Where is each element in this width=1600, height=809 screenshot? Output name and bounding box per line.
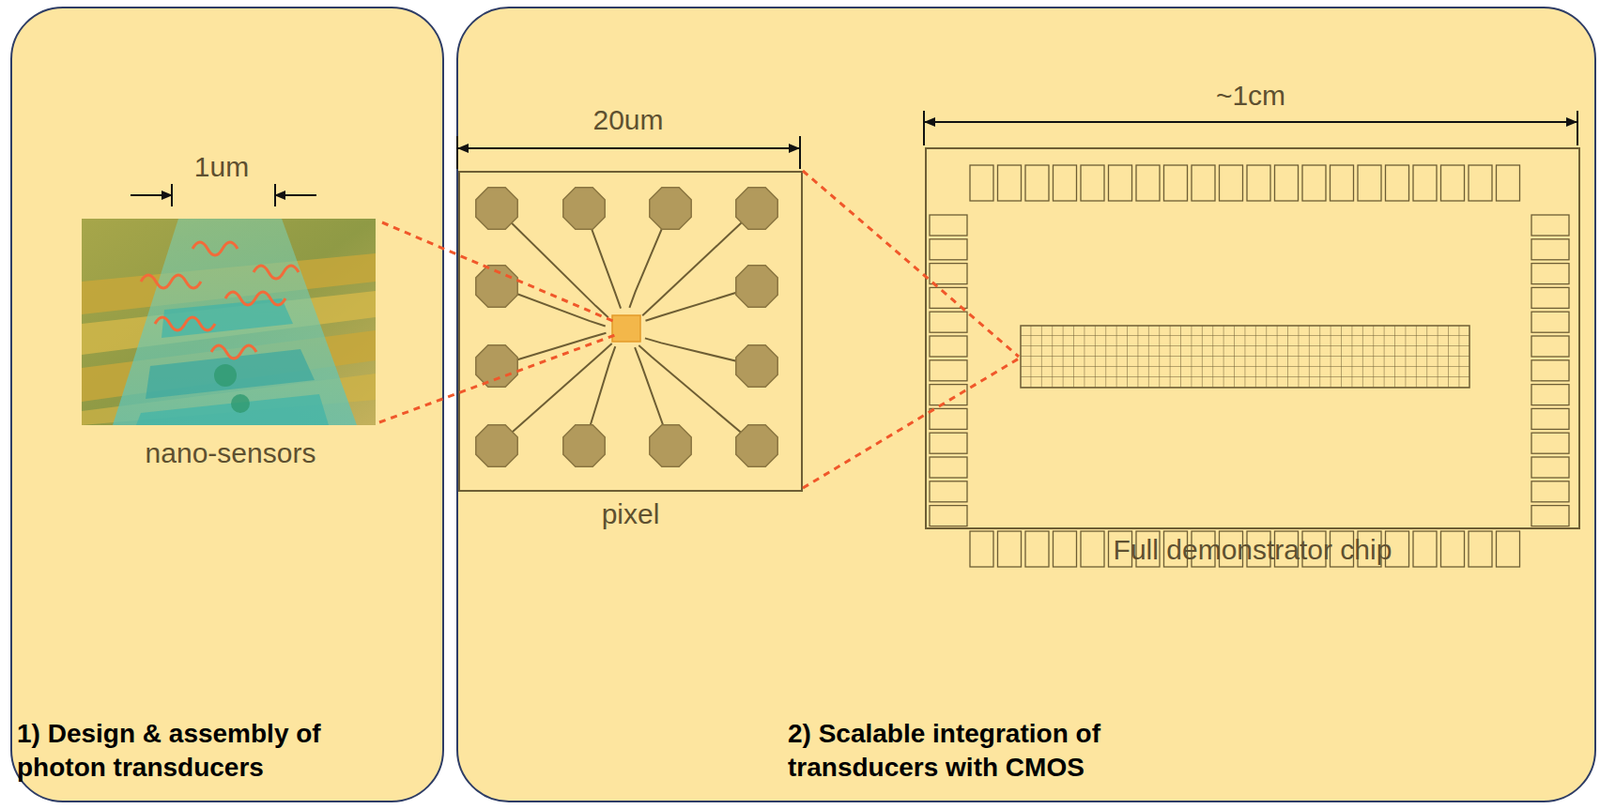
chip-pad: [1080, 531, 1105, 568]
dimension-label: 20um: [592, 103, 663, 138]
chip-pad: [1136, 165, 1160, 201]
panel-title: 1) Design & assembly of photon transduce…: [16, 717, 355, 786]
chip-pad: [1357, 165, 1382, 201]
chip-pad: [1441, 165, 1465, 201]
chip-pad: [1531, 457, 1570, 478]
figure-label: pixel: [601, 497, 661, 532]
bond-pad: [476, 187, 518, 230]
chip-pad: [1413, 531, 1437, 568]
chip-pad: [1531, 336, 1570, 357]
chip-pad: [929, 457, 968, 478]
panel-title: 2) Scalable integration of transducers w…: [787, 717, 1201, 786]
chip-pad: [1108, 531, 1133, 568]
chip-pad: [1330, 165, 1354, 201]
chip-pad: [1531, 506, 1570, 527]
dimension-label: ~1cm: [1215, 78, 1286, 113]
chip-pad: [1053, 165, 1077, 201]
chip-pad: [929, 432, 968, 454]
figure-label: nano-sensors: [145, 436, 317, 471]
chip-pad: [1025, 165, 1049, 201]
chip-pad: [1330, 531, 1354, 568]
chip-pad: [929, 215, 968, 236]
chip-pad: [1531, 215, 1570, 236]
bond-pad: [563, 425, 605, 467]
bond-pad: [649, 187, 692, 230]
chip-pad: [1531, 360, 1570, 382]
bond-pad: [736, 345, 778, 387]
chip-pad: [1468, 165, 1493, 201]
bond-pads: [929, 165, 1570, 568]
chip-pad: [1531, 287, 1570, 308]
chip-pad: [1531, 311, 1570, 333]
chip-pad: [1531, 263, 1570, 285]
chip-pad: [1191, 165, 1216, 201]
bond-pad: [736, 265, 778, 308]
chip-pad: [1441, 531, 1465, 568]
chip-pad: [1136, 531, 1160, 568]
chip-pad: [1164, 531, 1188, 568]
figure-label: Full demonstrator chip: [1113, 533, 1393, 568]
chip-pad: [1275, 531, 1299, 568]
chip-pad: [1385, 165, 1410, 201]
chip-pad: [929, 336, 968, 357]
chip-pad: [1275, 165, 1299, 201]
chip-pad: [1219, 531, 1244, 568]
chip-pad: [929, 287, 968, 308]
chip-pad: [1164, 165, 1188, 201]
chip-pad: [1025, 531, 1049, 568]
nano-sensor-picture: [81, 218, 376, 426]
pixel-array: [1020, 325, 1470, 388]
chip-pad: [929, 360, 968, 382]
dimension-label: 1um: [194, 150, 249, 185]
chip-pad: [929, 263, 968, 285]
chip-pad: [1531, 432, 1570, 454]
chip-pad: [1496, 531, 1521, 568]
chip-pad: [1108, 165, 1133, 201]
pixel-sensor: [612, 315, 641, 342]
chip-pad: [1219, 165, 1244, 201]
chip-pad: [929, 239, 968, 261]
pixel-wires: [496, 208, 757, 447]
chip-pad: [1246, 531, 1271, 568]
chip-pad: [1191, 531, 1216, 568]
chip-pad: [1302, 531, 1326, 568]
chip-pad: [1468, 531, 1493, 568]
chip-pad: [1302, 165, 1326, 201]
bond-pad: [563, 187, 605, 230]
chip-pad: [929, 408, 968, 430]
zoom-lines: [379, 170, 1019, 489]
pixel-pads: [476, 187, 778, 467]
chip-pad: [1531, 481, 1570, 503]
chip-pad: [998, 531, 1022, 568]
chip-pad: [929, 481, 968, 503]
chip-pad: [1385, 531, 1410, 568]
chip-pad: [1531, 408, 1570, 430]
chip-pad: [1413, 165, 1437, 201]
chip-pad: [969, 531, 994, 568]
chip-pad: [1531, 384, 1570, 406]
chip-pad: [929, 311, 968, 333]
chip-pad: [969, 165, 994, 201]
dimension-arrows: [130, 110, 1578, 207]
bond-pad: [736, 187, 778, 230]
chip-pad: [1531, 239, 1570, 261]
chip-pad: [1080, 165, 1105, 201]
chip-pad: [929, 506, 968, 527]
chip-pad: [1496, 165, 1521, 201]
bond-pad: [736, 425, 778, 467]
bond-pad: [649, 425, 692, 467]
chip-pad: [998, 165, 1022, 201]
chip-pad: [1053, 531, 1077, 568]
chip-pad: [1246, 165, 1271, 201]
bond-pad: [476, 425, 518, 467]
chip-pad: [929, 384, 968, 406]
bond-pad: [476, 345, 518, 387]
chip-pad: [1357, 531, 1382, 568]
